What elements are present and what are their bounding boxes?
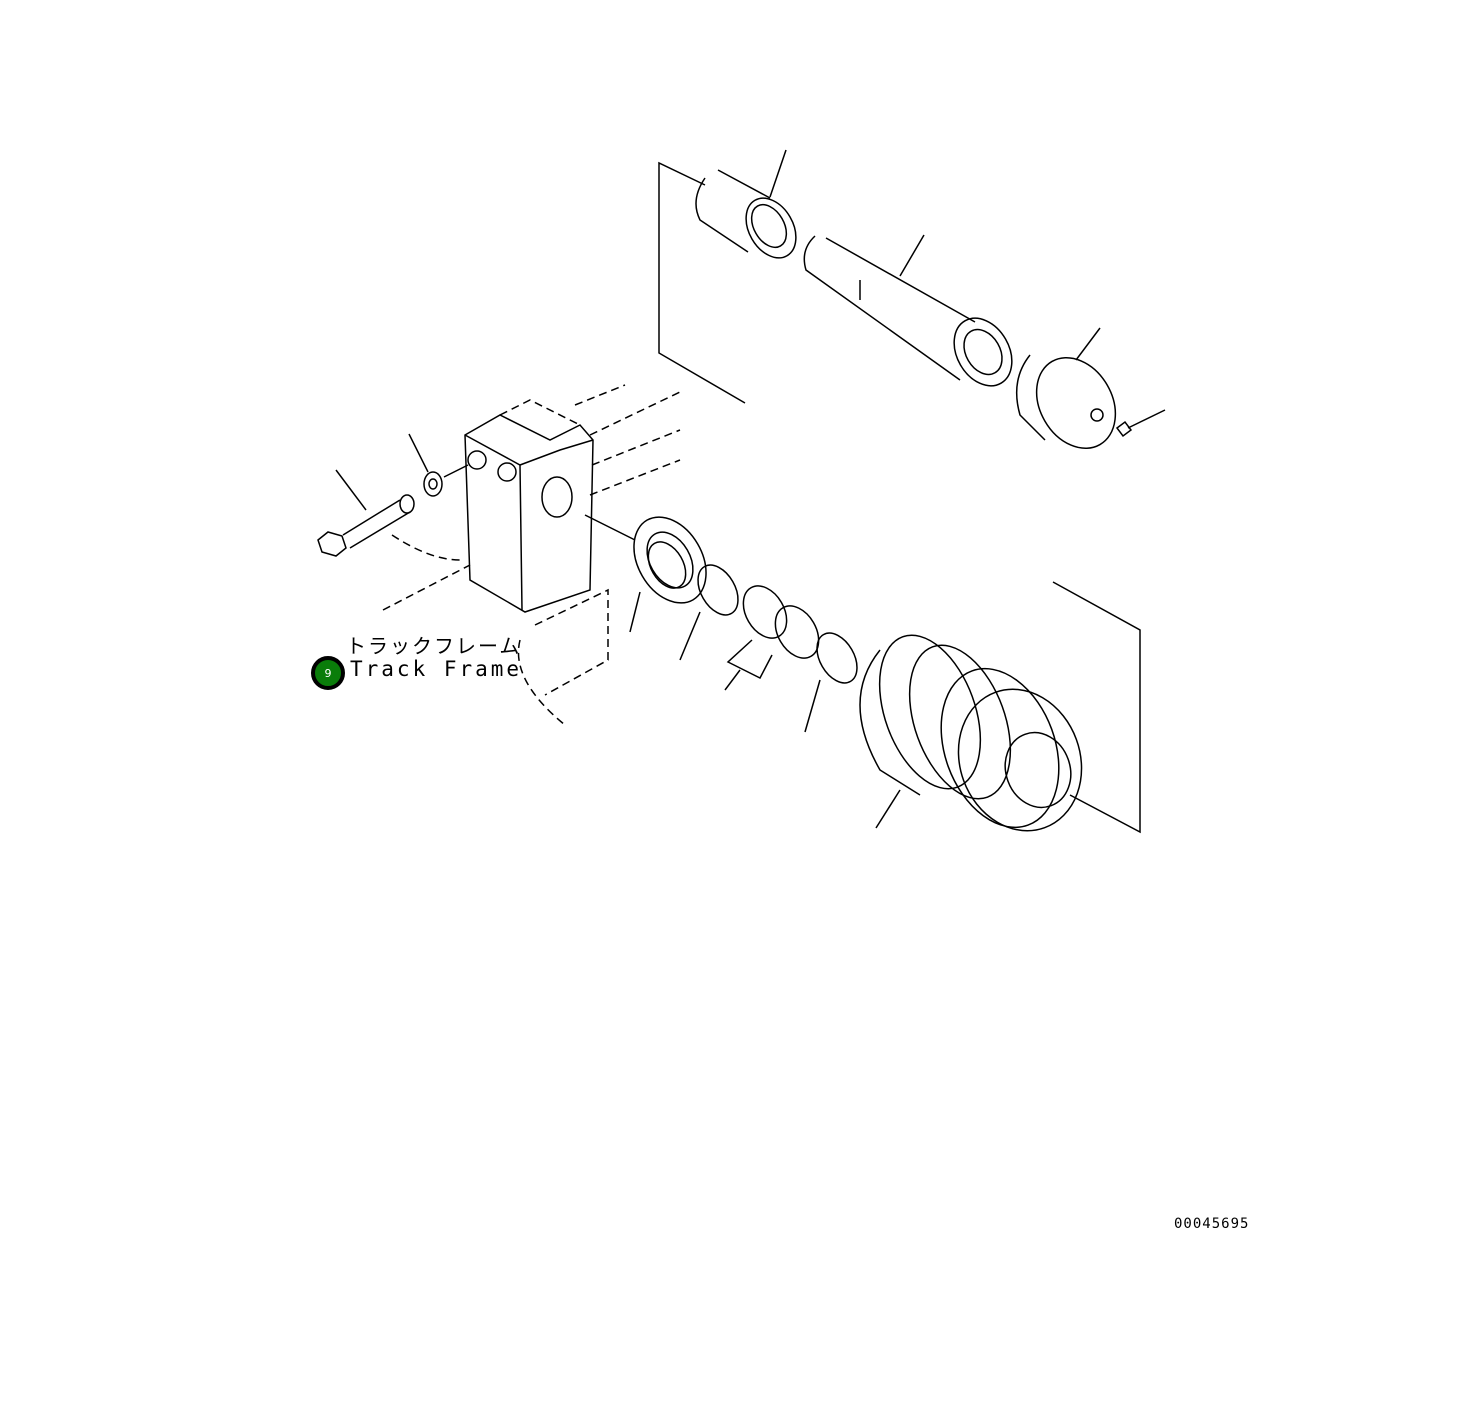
track-roller (859, 581, 1141, 834)
track-frame-label-jp: トラックフレーム (346, 634, 522, 658)
callout-badge[interactable]: 9 (311, 656, 345, 690)
callout-number: 9 (324, 666, 332, 680)
bushing (695, 149, 797, 259)
cover (1015, 327, 1166, 450)
bolt (317, 433, 469, 557)
shaft (803, 234, 1013, 387)
upper-group-bracket (658, 161, 746, 404)
track-frame-label-en: Track Frame (350, 657, 523, 681)
track-frame-bracket (382, 384, 681, 726)
floating-seal (629, 516, 858, 733)
drawing-code: 00045695 (1174, 1216, 1250, 1232)
